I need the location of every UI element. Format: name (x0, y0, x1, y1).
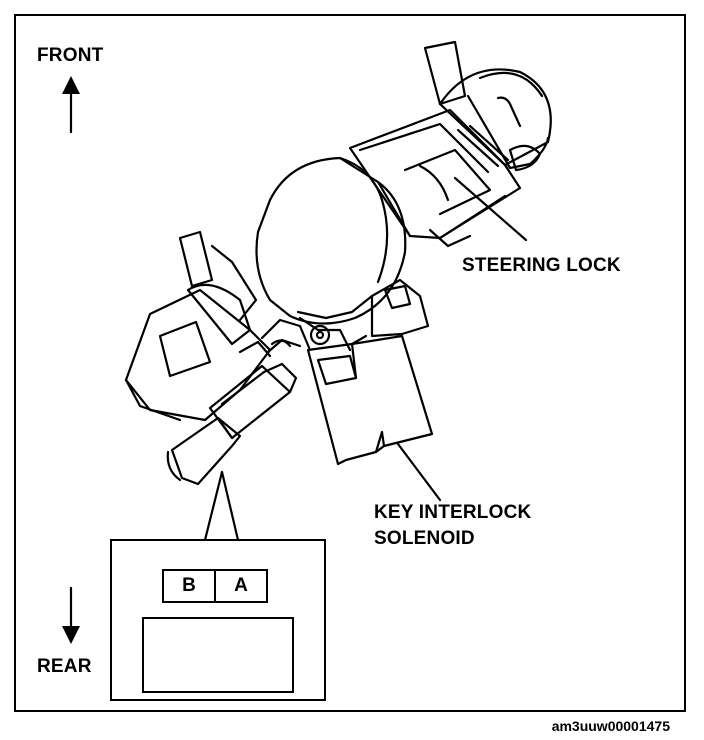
connector-inset: B A (110, 539, 326, 701)
pin-a: A (214, 571, 266, 601)
rear-arrow-icon (62, 586, 80, 644)
figure-id-caption: am3uuw00001475 (551, 718, 670, 734)
switch-connector (166, 338, 302, 486)
ignition-switch-body (124, 230, 312, 422)
diagram-frame (14, 14, 686, 712)
key-interlock-solenoid (306, 334, 434, 466)
connector-view-box (142, 617, 294, 693)
pin-b: B (182, 575, 196, 596)
lock-cylinder-housing (348, 40, 552, 248)
steering-lock-leader (453, 176, 528, 242)
steering-column-body (255, 156, 430, 352)
front-arrow-icon (62, 76, 80, 134)
key-interlock-leader (396, 442, 442, 502)
connector-pin-layout: B A (162, 569, 268, 603)
connector-callout-lines (203, 470, 240, 542)
front-label: FRONT (37, 45, 104, 66)
steering-lock-label: STEERING LOCK (462, 255, 621, 276)
key-interlock-label: KEY INTERLOCK (374, 502, 532, 523)
solenoid-label: SOLENOID (374, 528, 475, 549)
rear-label: REAR (37, 656, 92, 677)
